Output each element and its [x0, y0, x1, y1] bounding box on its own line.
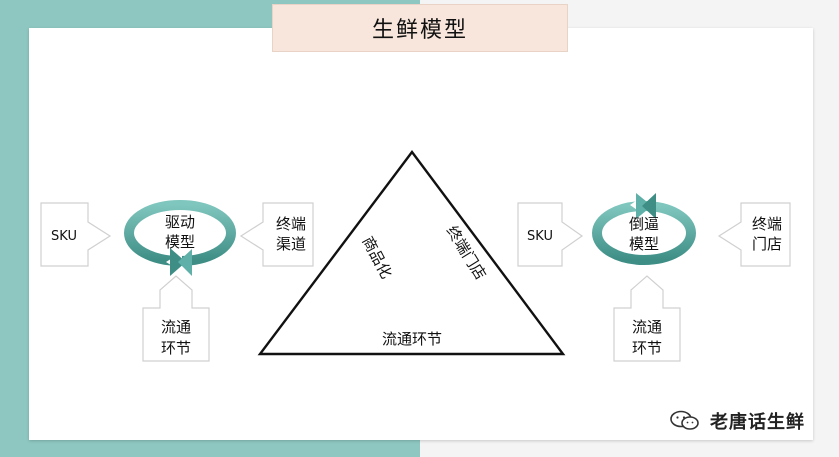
right-store-label-line1: 终端 — [752, 215, 782, 233]
triangle-bottom-label: 流通环节 — [382, 330, 442, 348]
left-sku-label: SKU — [51, 229, 77, 244]
left-model: SKU 驱动 模型 终端 渠道 流通 环节 — [40, 200, 314, 362]
left-channel-arrow-box — [239, 202, 314, 267]
right-store-label-line2: 门店 — [752, 235, 782, 253]
left-circulation-label-line1: 流通 — [161, 318, 191, 336]
right-model-label-line2: 模型 — [629, 235, 659, 253]
right-model: SKU 倒逼 模型 终端 门店 流通 环节 — [517, 193, 791, 362]
left-model-label-line2: 模型 — [165, 233, 195, 251]
right-cycle-ring — [592, 193, 696, 265]
left-cycle-ring — [124, 200, 236, 276]
triangle-right-label: 终端门店 — [443, 223, 490, 283]
right-model-label-line1: 倒逼 — [629, 215, 659, 233]
triangle — [257, 149, 566, 356]
right-circulation-arrow-box — [613, 275, 681, 362]
wechat-icon — [670, 410, 699, 430]
watermark-text: 老唐话生鲜 — [710, 412, 805, 433]
right-circulation-label-line1: 流通 — [632, 318, 662, 336]
right-sku-label: SKU — [527, 229, 553, 244]
right-store-arrow-box — [717, 202, 791, 267]
left-channel-label-line1: 终端 — [276, 215, 306, 233]
content-card — [29, 28, 813, 440]
left-channel-label-line2: 渠道 — [276, 235, 306, 253]
page-title: 生鲜模型 — [272, 4, 568, 52]
left-model-label-line1: 驱动 — [165, 213, 195, 231]
left-circulation-label-line2: 环节 — [161, 339, 191, 357]
left-circulation-arrow-box — [142, 275, 210, 362]
right-sku-arrow-box — [517, 202, 584, 267]
right-circulation-label-line2: 环节 — [632, 339, 662, 357]
left-sku-arrow-box — [40, 202, 112, 267]
triangle-left-label: 商品化 — [358, 233, 395, 281]
